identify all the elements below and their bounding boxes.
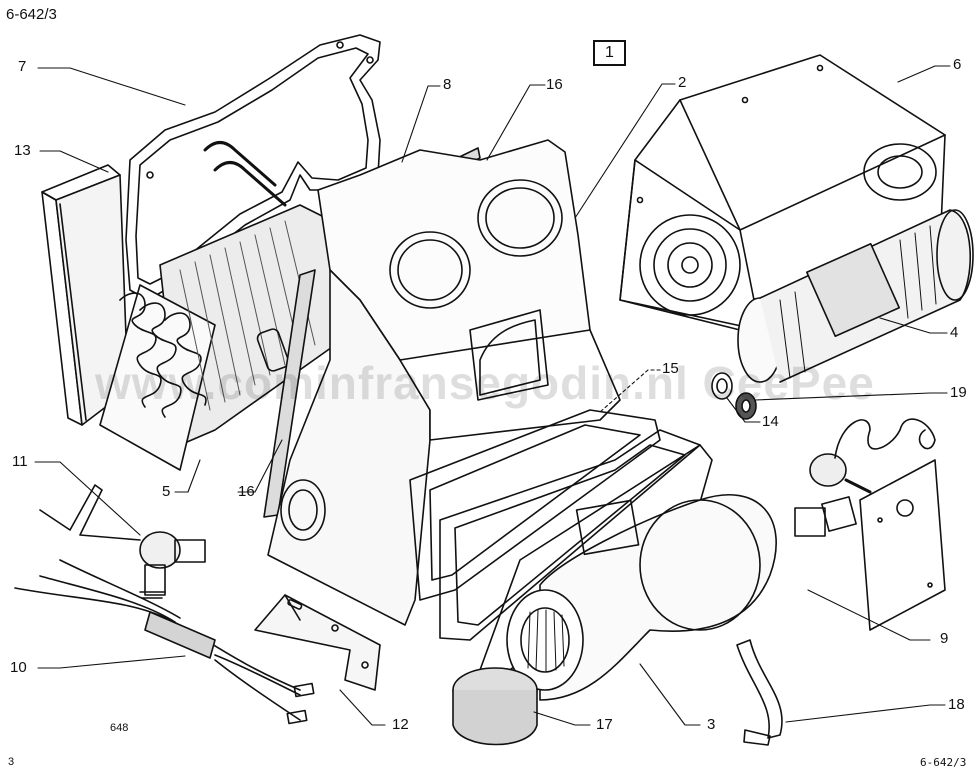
callout-14: 14 [762,413,779,430]
callout-10: 10 [10,659,27,676]
leader-line-16 [487,85,545,160]
callout-15: 15 [662,360,679,377]
callout-4: 4 [950,324,959,341]
water-valve-part [40,485,205,598]
leader-line-8 [402,86,440,162]
callout-8: 8 [443,76,452,93]
leader-lines [35,66,950,725]
leader-line-2 [575,84,675,218]
callout-13: 13 [14,142,31,159]
drawing-number: 648 [110,722,129,734]
leader-line-16b [238,440,282,492]
wiring-harness-part [15,560,314,723]
heater-housing-part [268,140,620,625]
leader-line-3 [640,664,700,725]
callout-5: 5 [162,483,171,500]
sheet-ref-bottom: 6-642/3 [920,756,967,769]
callout-11: 11 [12,453,28,470]
callout-12: 12 [392,716,409,733]
callout-6: 6 [953,56,962,73]
blower-motor-part [507,495,776,700]
foam-ring-part [453,668,537,745]
leader-line-18 [786,705,945,722]
callout-16-top: 16 [546,76,563,93]
mounting-bracket-part [255,595,380,690]
leader-line-14 [727,398,760,422]
callout-9: 9 [940,630,949,647]
callout-3: 3 [707,716,716,733]
leader-line-10 [38,656,185,668]
leader-line-6 [898,66,950,82]
callout-17: 17 [596,716,613,733]
callout-7: 7 [18,58,27,75]
leader-line-9 [808,590,930,640]
callout-18: 18 [948,696,965,713]
callout-2: 2 [678,74,687,91]
pipe-clamp-part [737,640,782,745]
watermark: www.cominfransegodin.nl CeePee [95,357,875,409]
switch-plate-part [795,419,945,630]
leader-line-11 [35,462,140,535]
leader-line-4 [880,318,947,333]
page-number: 3 [8,756,15,768]
group-box-label: 1 [593,40,626,66]
sheet-ref-top: 6-642/3 [6,6,57,23]
fan-motor-part [738,210,973,382]
heater-core-part [100,143,335,471]
callout-16-bottom: 16 [238,483,255,500]
leader-line-15 [600,370,660,412]
small-bushing-part [712,373,756,419]
callout-19: 19 [950,384,967,401]
leader-line-12 [340,690,385,725]
leader-line-7 [38,68,185,105]
leader-line-5 [175,460,200,492]
leader-line-13 [40,151,108,172]
leader-line-19 [755,393,947,400]
leader-line-17 [534,712,590,725]
